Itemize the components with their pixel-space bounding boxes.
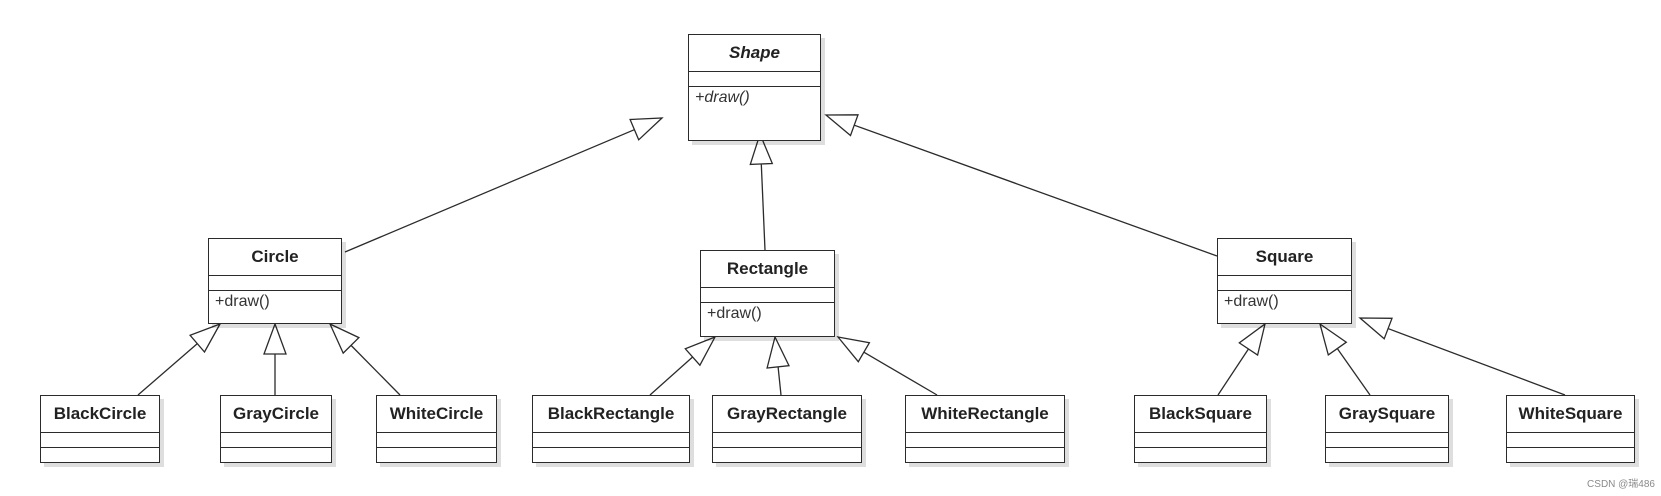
- class-name: WhiteSquare: [1507, 396, 1634, 433]
- generalization-line: [760, 163, 766, 251]
- generalization-line: [344, 129, 635, 253]
- generalization-line: [137, 343, 198, 396]
- class-operations: [1326, 447, 1448, 462]
- class-attributes: [377, 433, 496, 447]
- hollow-triangle-arrowhead: [766, 335, 790, 369]
- class-operation: +draw(): [695, 89, 750, 106]
- class-circle[interactable]: Circle +draw(): [208, 238, 342, 324]
- class-operations: [1135, 447, 1266, 462]
- class-attributes: [1218, 276, 1351, 291]
- class-black-circle[interactable]: BlackCircle: [40, 395, 160, 463]
- class-attributes: [1326, 433, 1448, 447]
- class-attributes: [701, 288, 834, 303]
- class-operations: [41, 447, 159, 462]
- class-black-rectangle[interactable]: BlackRectangle: [532, 395, 690, 463]
- generalization-line: [1336, 348, 1371, 396]
- class-operations: [906, 447, 1064, 462]
- class-white-circle[interactable]: WhiteCircle: [376, 395, 497, 463]
- class-black-square[interactable]: BlackSquare: [1134, 395, 1267, 463]
- class-attributes: [209, 276, 341, 291]
- class-gray-circle[interactable]: GrayCircle: [220, 395, 332, 463]
- hollow-triangle-arrowhead: [1318, 322, 1348, 356]
- class-shape[interactable]: Shape +draw(): [688, 34, 821, 141]
- class-name: BlackSquare: [1135, 396, 1266, 433]
- class-attributes: [1135, 433, 1266, 447]
- generalization-line: [350, 344, 401, 396]
- class-operations: [533, 447, 689, 462]
- hollow-triangle-arrowhead: [684, 335, 717, 367]
- class-operation: +draw(): [1224, 293, 1279, 310]
- class-operations: [377, 447, 496, 462]
- class-attributes: [221, 433, 331, 447]
- class-operation: +draw(): [707, 305, 762, 322]
- class-operations: [1507, 447, 1634, 462]
- class-name: GrayRectangle: [713, 396, 861, 433]
- hollow-triangle-arrowhead: [824, 114, 859, 137]
- hollow-triangle-arrowhead: [189, 322, 222, 354]
- generalization-line: [854, 124, 1218, 257]
- class-name: Square: [1218, 239, 1351, 276]
- class-name: Rectangle: [701, 251, 834, 288]
- generalization-line: [649, 356, 694, 396]
- class-name: WhiteCircle: [377, 396, 496, 433]
- hollow-triangle-arrowhead: [1358, 317, 1393, 340]
- class-gray-square[interactable]: GraySquare: [1325, 395, 1449, 463]
- class-name: BlackCircle: [41, 396, 159, 433]
- class-attributes: [1507, 433, 1634, 447]
- class-attributes: [689, 72, 820, 87]
- class-name: BlackRectangle: [533, 396, 689, 433]
- generalization-line: [1387, 327, 1566, 396]
- watermark: CSDN @瑞486: [1587, 479, 1655, 490]
- class-attributes: [713, 433, 861, 447]
- hollow-triangle-arrowhead: [629, 117, 664, 141]
- hollow-triangle-arrowhead: [1238, 322, 1267, 357]
- generalization-line: [1217, 348, 1249, 396]
- class-white-rectangle[interactable]: WhiteRectangle: [905, 395, 1065, 463]
- hollow-triangle-arrowhead: [263, 322, 287, 355]
- class-square[interactable]: Square +draw(): [1217, 238, 1352, 324]
- class-attributes: [533, 433, 689, 447]
- class-operations: [713, 447, 861, 462]
- hollow-triangle-arrowhead: [749, 132, 774, 166]
- hollow-triangle-arrowhead: [328, 322, 361, 355]
- hollow-triangle-arrowhead: [836, 336, 871, 363]
- class-operation: +draw(): [215, 293, 270, 310]
- class-attributes: [906, 433, 1064, 447]
- class-name: Circle: [209, 239, 341, 276]
- class-attributes: [41, 433, 159, 447]
- generalization-line: [863, 351, 938, 396]
- class-operations: [221, 447, 331, 462]
- generalization-line: [777, 366, 782, 396]
- class-name: WhiteRectangle: [906, 396, 1064, 433]
- class-name: GraySquare: [1326, 396, 1448, 433]
- class-name: Shape: [689, 35, 820, 72]
- class-rectangle[interactable]: Rectangle +draw(): [700, 250, 835, 337]
- class-gray-rectangle[interactable]: GrayRectangle: [712, 395, 862, 463]
- class-white-square[interactable]: WhiteSquare: [1506, 395, 1635, 463]
- class-name: GrayCircle: [221, 396, 331, 433]
